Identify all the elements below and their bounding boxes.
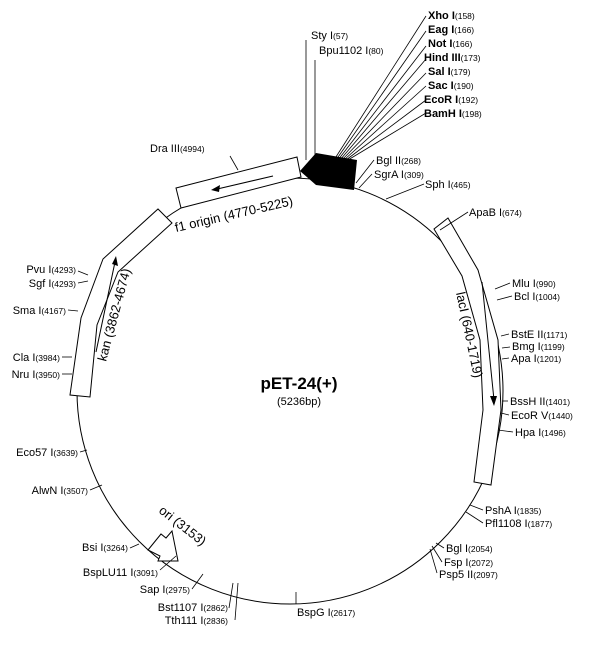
site-label-sty-i: Sty I(57)	[311, 30, 348, 42]
site-label-sgf-i: Sgf I(4293)	[29, 278, 76, 290]
site-ticks	[62, 15, 514, 621]
site-label-ecor-v: EcoR V(1440)	[511, 410, 573, 422]
site-label-bgl-ii: Bgl II(268)	[376, 155, 421, 167]
feature-ori-arrow	[147, 529, 179, 562]
plasmid-size: (5236bp)	[277, 396, 321, 408]
feature-kan	[69, 208, 173, 398]
site-label-sac-i: Sac I(190)	[428, 80, 474, 92]
site-label-pfl1108-i: Pfl1108 I(1877)	[485, 518, 552, 530]
feature-f1-origin	[175, 156, 302, 209]
site-label-cla-i: Cla I(3984)	[13, 352, 60, 364]
site-label-bsi-i: Bsi I(3264)	[82, 542, 128, 554]
site-label-bssh-ii: BssH II(1401)	[510, 396, 570, 408]
site-label-bcl-i: Bcl I(1004)	[514, 291, 560, 303]
plasmid-name: pET-24(+)	[261, 374, 338, 393]
site-label-fsp-i: Fsp I(2072)	[444, 557, 493, 569]
site-label-bpu1102-i: Bpu1102 I(80)	[319, 45, 384, 57]
site-label-bste-ii: BstE II(1171)	[511, 329, 568, 341]
site-label-apa-i: Apa I(1201)	[511, 353, 561, 365]
site-label-psp5-ii: Psp5 II(2097)	[439, 569, 498, 581]
site-label-msplu11-i: BspLU11 I(3091)	[83, 567, 158, 579]
site-label-hpa-i: Hpa I(1496)	[515, 427, 566, 439]
site-labels: Sty I(57) Bpu1102 I(80) Xho I(158) Eag I…	[12, 10, 573, 627]
site-label-bst1107-i: Bst1107 I(2862)	[158, 602, 228, 614]
site-label-eco57-i: Eco57 I(3639)	[16, 447, 78, 459]
site-label-bmg-i: Bmg I(1199)	[512, 341, 565, 353]
mcs-arrow	[300, 153, 357, 190]
site-label-mlu-i: Mlu I(990)	[512, 278, 556, 290]
site-label-sgra-i: SgrA I(309)	[374, 169, 424, 181]
site-label-nru-i: Nru I(3950)	[12, 369, 61, 381]
site-label-sal-i: Sal I(179)	[428, 66, 471, 78]
site-label-hind-iii: Hind III(173)	[424, 52, 481, 64]
site-label-ecor-i: EcoR I(192)	[424, 94, 478, 106]
site-label-pvu-i: Pvu I(4293)	[26, 264, 76, 276]
site-label-alwn-i: AlwN I(3507)	[32, 485, 89, 497]
feature-laci	[433, 217, 502, 486]
site-label-sph-i: Sph I(465)	[425, 179, 471, 191]
site-label-not-i: Not I(166)	[428, 38, 472, 50]
site-label-apab-i: ApaB I(674)	[469, 207, 522, 219]
site-label-sap-i: Sap I(2975)	[140, 584, 190, 596]
site-label-psha-i: PshA I(1835)	[485, 505, 542, 517]
site-label-dra-iii: Dra III(4994)	[150, 143, 205, 155]
site-label-bgl-i: Bgl I(2054)	[446, 543, 493, 555]
site-label-bamh-i: BamH I(198)	[424, 108, 482, 120]
site-label-eag-i: Eag I(166)	[428, 24, 474, 36]
site-label-tth111-i: Tth111 I(2836)	[165, 615, 228, 627]
site-label-xho-i: Xho I(158)	[428, 10, 475, 22]
site-label-bspg-i: BspG I(2617)	[297, 607, 355, 619]
site-label-sma-i: Sma I(4167)	[13, 305, 66, 317]
